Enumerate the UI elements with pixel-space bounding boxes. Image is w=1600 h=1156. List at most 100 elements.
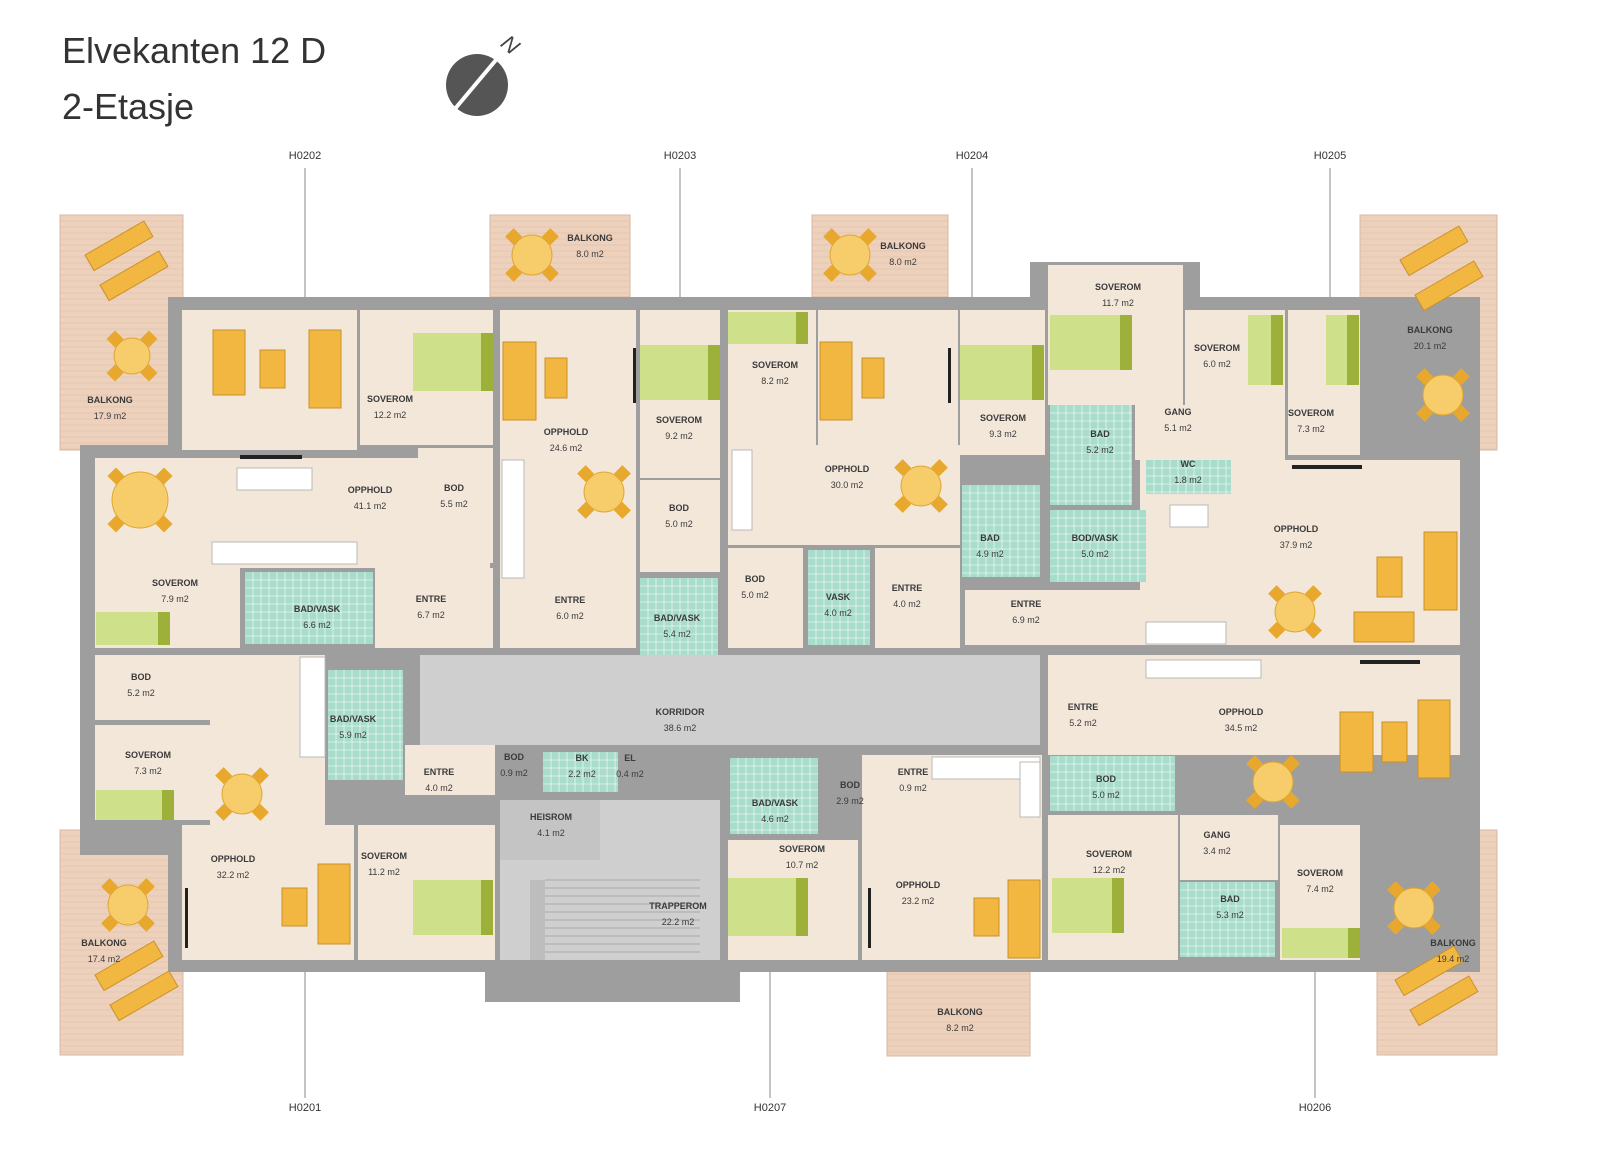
sun-lounger [84,220,154,272]
room-area: 41.1 m2 [354,501,387,511]
dining-table [221,773,263,815]
kitchen-counter [299,656,326,758]
room-area: 5.9 m2 [339,730,367,740]
room-name: ENTRE [898,767,929,777]
room-area: 8.0 m2 [889,257,917,267]
lift-shaft [500,800,600,860]
wet-room [328,670,403,780]
furniture [819,341,853,421]
bed-pillow [796,878,808,936]
room-area: 5.0 m2 [1092,790,1120,800]
bed-pillow [1271,315,1283,385]
furniture [1381,721,1408,763]
wet-room [1050,405,1132,505]
kitchen-counter [1145,621,1227,645]
room-area: 34.5 m2 [1225,723,1258,733]
room-floor [728,548,803,648]
room-name: VASK [826,592,851,602]
room-name: OPPHOLD [825,464,870,474]
room-name: BOD [1096,774,1117,784]
radiator [948,348,951,403]
unit-label-h0202: H0202 [288,150,322,162]
room-area: 11.2 m2 [368,867,400,877]
furniture [1423,531,1458,611]
room-area: 7.3 m2 [134,766,162,776]
room-floor [875,548,960,648]
room-name: SOVEROM [361,851,407,861]
room-name: BAD/VASK [654,613,701,623]
room-name: TRAPPEROM [649,901,707,911]
bed-pillow [481,333,493,391]
furniture [973,897,1000,937]
room-area: 8.2 m2 [946,1023,974,1033]
floor-label: 2-Etasje [62,86,195,127]
room-area: 12.2 m2 [374,410,407,420]
unit-label-h0207: H0207 [753,1102,787,1114]
furniture [1339,711,1374,773]
stair-rail [530,880,545,960]
room-area: 4.6 m2 [761,814,789,824]
kitchen-counter [211,541,358,565]
room-name: WC [1181,459,1196,469]
room-area: 17.9 m2 [94,411,127,421]
furniture [502,341,537,421]
bed-pillow [708,345,720,400]
room-area: 4.0 m2 [824,608,852,618]
room-name: SOVEROM [779,844,825,854]
room-area: 12.2 m2 [1093,865,1126,875]
room-floor [418,448,493,563]
room-area: 8.2 m2 [761,376,789,386]
room-area: 2.9 m2 [836,796,864,806]
dining-table [829,234,871,276]
room-area: 6.6 m2 [303,620,331,630]
room-area: 19.4 m2 [1437,954,1470,964]
room-name: ENTRE [1011,599,1042,609]
room-name: BOD [669,503,690,513]
room-area: 5.0 m2 [665,519,693,529]
bed [728,878,808,936]
furniture [861,357,885,399]
bed [640,345,720,400]
dining-table [583,471,625,513]
room-area: 4.0 m2 [893,599,921,609]
bed-pillow [162,790,174,820]
bed-pillow [158,612,170,645]
furniture [544,357,568,399]
room-floor [500,580,636,648]
room-area: 6.0 m2 [556,611,584,621]
room-area: 17.4 m2 [88,954,121,964]
room-name: BOD/VASK [1072,533,1119,543]
room-area: 5.3 m2 [1216,910,1244,920]
bed [728,312,808,344]
room-area: 9.3 m2 [989,429,1017,439]
room-name: ENTRE [555,595,586,605]
room-area: 24.6 m2 [550,443,583,453]
unit-label-h0201: H0201 [288,1102,322,1114]
room-name: OPPHOLD [1219,707,1264,717]
room-name: BK [576,753,589,763]
room-name: GANG [1165,407,1192,417]
room-area: 4.9 m2 [976,549,1004,559]
room-name: BOD [504,752,525,762]
room-name: GANG [1204,830,1231,840]
furniture [1007,879,1041,959]
bed [1050,315,1132,370]
furniture [259,349,286,389]
sun-lounger [1414,260,1484,312]
bed [960,345,1044,400]
room-floor [1180,815,1278,880]
room-name: SOVEROM [656,415,702,425]
room-name: SOVEROM [1288,408,1334,418]
north-arrow-icon: N [446,30,524,116]
radiator [868,888,871,948]
wet-room [962,485,1040,577]
furniture [1417,699,1451,779]
room-area: 6.9 m2 [1012,615,1040,625]
dining-table [1422,374,1464,416]
room-name: BALKONG [1407,325,1453,335]
sun-lounger [1399,225,1469,277]
room-area: 2.2 m2 [568,769,596,779]
bed-pillow [1032,345,1044,400]
dining-table [111,471,169,529]
room-area: 6.0 m2 [1203,359,1231,369]
